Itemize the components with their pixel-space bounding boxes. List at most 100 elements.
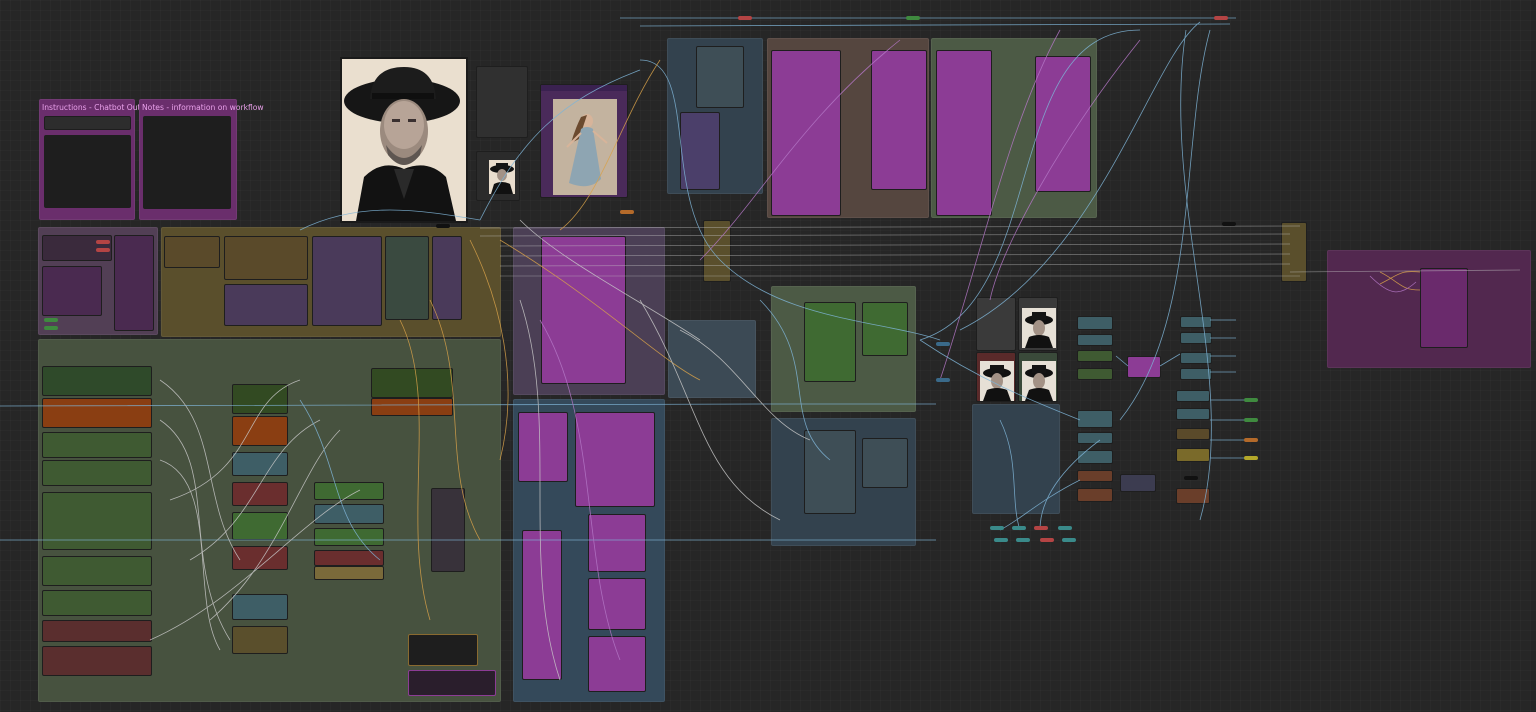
reroute-dot[interactable] <box>44 318 58 322</box>
green-node-3[interactable] <box>314 482 384 500</box>
face-detail-magenta-node[interactable] <box>541 236 626 384</box>
right-node-8[interactable] <box>1077 470 1113 482</box>
right-node-10[interactable] <box>1180 316 1212 328</box>
ksampler-green-node-2[interactable] <box>862 302 908 356</box>
loader-red-1[interactable] <box>42 620 152 642</box>
output-magenta-node[interactable] <box>1420 268 1468 348</box>
magenta-note-node[interactable] <box>408 670 496 696</box>
red-node-1[interactable] <box>232 482 288 506</box>
teal-node-2[interactable] <box>232 594 288 620</box>
prompt-settings-node-2[interactable] <box>224 236 308 280</box>
right-node-5[interactable] <box>1077 410 1113 428</box>
reroute-dot[interactable] <box>994 538 1008 542</box>
prompt-settings-node-6[interactable] <box>432 236 462 320</box>
sampler-brown-wide[interactable] <box>232 416 288 446</box>
prompt-settings-node[interactable] <box>164 236 220 268</box>
top-right-olive-node[interactable] <box>1281 222 1307 282</box>
seg-magenta-node-5[interactable] <box>588 578 646 630</box>
right-node-16[interactable] <box>1176 428 1210 440</box>
notes-text-node[interactable] <box>143 116 231 209</box>
reroute-dot[interactable] <box>620 210 634 214</box>
instructions-node[interactable] <box>44 116 131 130</box>
right-node-12[interactable] <box>1180 352 1212 364</box>
prompt-text-node-1[interactable] <box>771 50 841 216</box>
sampler-settings-node[interactable] <box>696 46 744 108</box>
reroute-dot[interactable] <box>990 526 1004 530</box>
control-node-1[interactable] <box>431 488 465 572</box>
sampler-magenta-node[interactable] <box>680 112 720 190</box>
loader-green-3[interactable] <box>42 460 152 486</box>
small-magenta-node[interactable] <box>1127 356 1161 378</box>
teal-node-3[interactable] <box>314 504 384 524</box>
right-node-6[interactable] <box>1077 432 1113 444</box>
result-preview-3[interactable] <box>1018 352 1058 402</box>
right-node-18[interactable] <box>1176 488 1210 504</box>
right-node-3[interactable] <box>1077 350 1113 362</box>
reroute-dot[interactable] <box>906 16 920 20</box>
result-preview-1[interactable] <box>1018 297 1058 351</box>
prompt-text-node-4[interactable] <box>1035 56 1091 192</box>
seg-magenta-node-2[interactable] <box>575 412 655 507</box>
green-node-4[interactable] <box>314 528 384 546</box>
ksampler-teal-node-2[interactable] <box>862 438 908 488</box>
loader-green-4[interactable] <box>42 492 152 550</box>
right-node-1[interactable] <box>1077 316 1113 330</box>
olive-node-1[interactable] <box>232 626 288 654</box>
teal-node-1[interactable] <box>232 452 288 476</box>
loader-green-5[interactable] <box>42 556 152 586</box>
prompt-settings-node-3[interactable] <box>312 236 382 326</box>
seg-magenta-node-3[interactable] <box>522 530 562 680</box>
green-node-2[interactable] <box>232 512 288 540</box>
seg-magenta-node-1[interactable] <box>518 412 568 482</box>
sampler-green-wide[interactable] <box>232 384 288 414</box>
portrait-preview-node[interactable] <box>340 57 468 223</box>
reroute-dot[interactable] <box>1244 398 1258 402</box>
right-node-2[interactable] <box>1077 334 1113 346</box>
reroute-dot[interactable] <box>936 342 950 346</box>
right-node-7[interactable] <box>1077 450 1113 464</box>
reroute-dot[interactable] <box>96 248 110 252</box>
reroute-dot[interactable] <box>1012 526 1026 530</box>
ksampler-teal-node[interactable] <box>804 430 856 514</box>
reroute-dot[interactable] <box>936 378 950 382</box>
reroute-dot[interactable] <box>1016 538 1030 542</box>
reroute-dot[interactable] <box>1058 526 1072 530</box>
ksampler-green-node[interactable] <box>804 302 856 382</box>
right-node-17[interactable] <box>1176 448 1210 462</box>
reroute-dot[interactable] <box>1244 456 1258 460</box>
reroute-dot[interactable] <box>44 326 58 330</box>
sampler-green-right[interactable] <box>371 368 453 398</box>
lora-node-1[interactable] <box>42 366 152 396</box>
reroute-dot[interactable] <box>1244 438 1258 442</box>
reroute-dot[interactable] <box>738 16 752 20</box>
reroute-dot[interactable] <box>1222 222 1236 226</box>
checkpoint-list-node[interactable] <box>114 235 154 331</box>
group-preview[interactable] <box>972 404 1060 514</box>
reroute-olive-node[interactable] <box>703 220 731 282</box>
prompt-text-node-2[interactable] <box>871 50 927 190</box>
red-node-3[interactable] <box>314 550 384 566</box>
right-node-13[interactable] <box>1180 368 1212 380</box>
right-node-15[interactable] <box>1176 408 1210 420</box>
seg-magenta-node-4[interactable] <box>588 514 646 572</box>
empty-preview-node[interactable] <box>976 297 1016 351</box>
reroute-dot[interactable] <box>1244 418 1258 422</box>
reroute-dot[interactable] <box>436 224 450 228</box>
result-preview-2[interactable] <box>976 352 1016 402</box>
group-small-right[interactable] <box>668 320 756 398</box>
reroute-dot[interactable] <box>1214 16 1228 20</box>
image-loader-node[interactable] <box>476 66 528 138</box>
right-node-4[interactable] <box>1077 368 1113 380</box>
dancer-image-node[interactable] <box>540 84 628 198</box>
right-node-9[interactable] <box>1077 488 1113 502</box>
checkpoint-node-2[interactable] <box>42 266 102 316</box>
reroute-dot[interactable] <box>96 240 110 244</box>
right-node-11[interactable] <box>1180 332 1212 344</box>
loader-red-2[interactable] <box>42 646 152 676</box>
sampler-brown-right[interactable] <box>371 398 453 416</box>
instructions-text-node[interactable] <box>44 135 131 208</box>
olive-node-2[interactable] <box>314 566 384 580</box>
reroute-dot[interactable] <box>1062 538 1076 542</box>
reroute-dot[interactable] <box>1184 476 1198 480</box>
